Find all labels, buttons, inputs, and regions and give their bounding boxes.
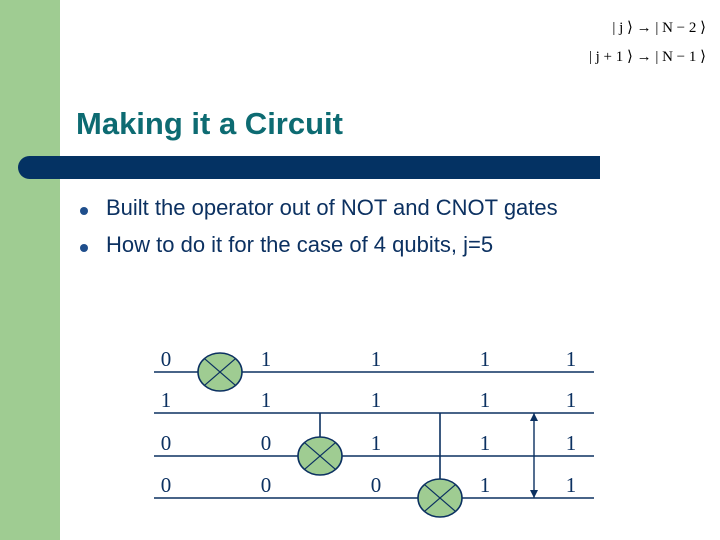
- cnot-gate-1[interactable]: [297, 436, 343, 476]
- arrow-head-down-icon: [530, 490, 538, 498]
- state-digit: 1: [566, 431, 577, 455]
- state-digit: 1: [371, 431, 382, 455]
- arrow-head-up-icon: [530, 413, 538, 421]
- header-equation-1: | j ⟩ → | N − 2 ⟩: [612, 20, 706, 36]
- list-item: Built the operator out of NOT and CNOT g…: [78, 192, 698, 224]
- state-digit: 1: [371, 347, 382, 371]
- bullet-dot-icon: [78, 231, 106, 263]
- state-digit: 1: [480, 431, 491, 455]
- header-equation-2: | j + 1 ⟩ → | N − 1 ⟩: [588, 48, 706, 65]
- state-digit: 1: [480, 347, 491, 371]
- bullet-label: How to do it for the case of 4 qubits, j…: [106, 232, 494, 257]
- title-rule-bar: [18, 156, 600, 179]
- bullet-label: Built the operator out of NOT and CNOT g…: [106, 195, 558, 220]
- circuit-digit-group: 0 1 1 1 1 1 1 1 1 1 0 0 1 1 1 0 0 0 1 1: [161, 347, 577, 497]
- content-panel: [60, 62, 720, 540]
- gate-cross-stroke: [304, 442, 336, 470]
- state-digit: 1: [566, 473, 577, 497]
- state-digit: 0: [261, 431, 272, 455]
- circuit-wire-group: [154, 371, 594, 499]
- bullet-list: Built the operator out of NOT and CNOT g…: [78, 192, 698, 266]
- state-digit: 1: [480, 388, 491, 412]
- state-digit: 0: [161, 347, 172, 371]
- circuit-annotation-group: [530, 413, 538, 498]
- state-digit: 0: [371, 473, 382, 497]
- state-digit: 0: [161, 431, 172, 455]
- state-digit: 1: [566, 347, 577, 371]
- not-gate[interactable]: [197, 352, 243, 392]
- page-title: Making it a Circuit: [76, 106, 343, 141]
- list-item: How to do it for the case of 4 qubits, j…: [78, 229, 698, 261]
- state-digit: 0: [161, 473, 172, 497]
- state-digit: 0: [261, 473, 272, 497]
- bullet-dot-icon: [78, 194, 106, 226]
- state-digit: 1: [161, 388, 172, 412]
- gate-cross-stroke: [424, 484, 456, 512]
- header-equations: | j ⟩ → | N − 2 ⟩ | j + 1 ⟩ → | N − 1 ⟩: [589, 14, 706, 71]
- circuit-gate-group: [197, 352, 463, 518]
- state-digit: 1: [371, 388, 382, 412]
- gate-cross-stroke: [204, 358, 236, 386]
- left-green-band: [0, 0, 60, 540]
- swap-arrow: [530, 413, 538, 498]
- state-digit: 1: [566, 388, 577, 412]
- state-digit: 1: [261, 347, 272, 371]
- state-digit: 1: [261, 388, 272, 412]
- cnot-gate-2[interactable]: [417, 478, 463, 518]
- state-digit: 1: [480, 473, 491, 497]
